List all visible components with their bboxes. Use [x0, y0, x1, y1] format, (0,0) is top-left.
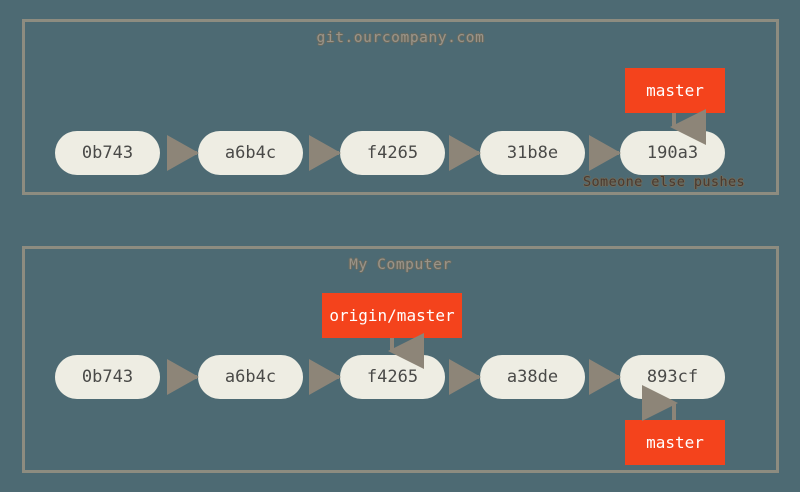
commit-node[interactable]: 893cf [620, 355, 725, 399]
commit-node[interactable]: a6b4c [198, 131, 303, 175]
caption-someone-else-pushes: Someone else pushes [583, 174, 746, 190]
commit-node[interactable]: 0b743 [55, 355, 160, 399]
ref-label-master[interactable]: master [625, 68, 725, 113]
commit-node[interactable]: a6b4c [198, 355, 303, 399]
commit-node[interactable]: 31b8e [480, 131, 585, 175]
commit-node[interactable]: a38de [480, 355, 585, 399]
panel-remote-repository: git.ourcompany.com [22, 19, 779, 195]
commit-node[interactable]: 190a3 [620, 131, 725, 175]
commit-node[interactable]: f4265 [340, 355, 445, 399]
panel-title-local: My Computer [349, 257, 452, 273]
commit-node[interactable]: 0b743 [55, 131, 160, 175]
panel-local-repository: My Computer [22, 246, 779, 473]
ref-label-origin-master[interactable]: origin/master [322, 293, 462, 338]
panel-title-remote: git.ourcompany.com [316, 30, 485, 46]
commit-node[interactable]: f4265 [340, 131, 445, 175]
ref-label-master-local[interactable]: master [625, 420, 725, 465]
